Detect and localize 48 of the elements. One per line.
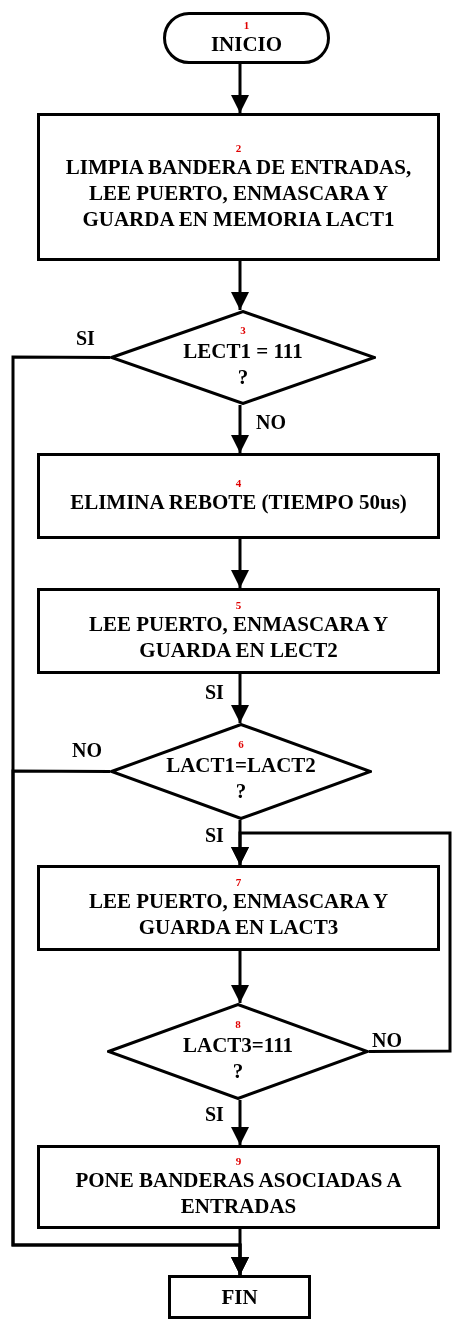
step-number: 6 [238,739,244,750]
edge-label: NO [372,1030,402,1050]
edge-label: SI [205,682,224,702]
step-number: 1 [243,19,250,31]
step-text: FIN [220,1284,259,1310]
step-text: ? [237,364,249,390]
step-text: ? [235,778,247,804]
edge-label: SI [76,328,95,348]
step-text: LECT1 = 111 [183,338,303,364]
arrow [231,1229,249,1275]
arrow [231,831,452,1053]
arrow [231,539,249,588]
step-text: LACT3=111 [183,1032,293,1058]
step-number: 8 [235,1019,241,1030]
arrow [231,261,249,310]
step-number: 9 [235,1155,242,1167]
step-text: INICIO [210,30,283,57]
process-box [37,865,440,951]
step-text: ? [232,1058,244,1084]
arrow [231,951,249,1003]
step-number: 2 [235,142,242,154]
terminal-shape [163,12,330,64]
decision-diamond [107,1003,369,1100]
edge-label: SI [205,825,224,845]
process-box [37,588,440,674]
edge-label: NO [72,740,102,760]
decision-diamond [110,723,372,820]
step-text: PONE BANDERAS ASOCIADAS A ENTRADAS [74,1166,403,1219]
arrow [231,64,249,113]
arrow [231,1100,249,1145]
process-box [37,113,440,261]
decision-diamond [110,310,376,405]
arrow [231,405,249,453]
step-text: ELIMINA REBOTE (TIEMPO 50us) [69,488,408,515]
step-number: 5 [235,599,242,611]
step-number: 7 [235,876,242,888]
process-box [37,453,440,539]
step-text: LEE PUERTO, ENMASCARA Y GUARDA EN LECT2 [87,610,390,663]
process-box [37,1145,440,1229]
step-text: LEE PUERTO, ENMASCARA Y GUARDA EN LACT3 [87,887,390,940]
step-number: 4 [235,477,242,489]
step-number: 3 [240,325,246,336]
edge-label: SI [205,1104,224,1124]
step-text: LIMPIA BANDERA DE ENTRADAS, LEE PUERTO, ENMASCARA Y GUARDA EN MEMORIA LACT1 [64,153,413,232]
process-box [168,1275,311,1319]
arrow [231,674,249,723]
edge-label: NO [256,412,286,432]
step-text: LACT1=LACT2 [166,752,316,778]
